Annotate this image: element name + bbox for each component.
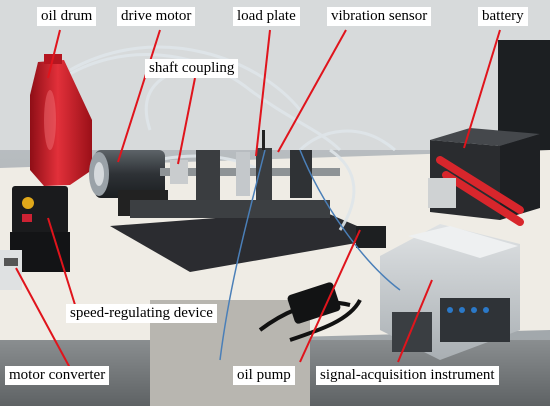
oil-pump bbox=[287, 226, 386, 324]
shaft-coupling bbox=[170, 160, 188, 184]
leader-signal-acquisition-instrument bbox=[397, 279, 433, 363]
label-battery: battery bbox=[478, 7, 528, 26]
label-motor-converter: motor converter bbox=[5, 366, 110, 385]
label-vibration-sensor: vibration sensor bbox=[327, 7, 432, 26]
signal-acquisition-instrument bbox=[380, 224, 520, 360]
leader-oil-pump bbox=[299, 229, 361, 363]
leader-load-plate bbox=[255, 29, 271, 157]
load-plate bbox=[256, 148, 272, 200]
drive-motor bbox=[89, 150, 168, 216]
leader-drive-motor bbox=[117, 29, 161, 163]
leader-motor-converter bbox=[15, 267, 71, 369]
label-drive-motor: drive motor bbox=[117, 7, 196, 26]
vibration-sensor bbox=[262, 130, 265, 150]
leader-lines bbox=[15, 29, 501, 369]
leader-shaft-coupling bbox=[177, 77, 196, 165]
leader-oil-drum bbox=[47, 29, 61, 79]
label-speed-regulating-device: speed-regulating device bbox=[66, 304, 217, 323]
shaft-assembly bbox=[130, 130, 340, 218]
label-load-plate: load plate bbox=[233, 7, 300, 26]
rubber-mat bbox=[110, 210, 385, 272]
label-signal-acquisition-instrument: signal-acquisition instrument bbox=[316, 366, 499, 385]
motor-converter bbox=[0, 250, 22, 290]
leader-speed-regulating-device bbox=[47, 217, 77, 309]
oil-drum bbox=[30, 54, 92, 186]
label-shaft-coupling: shaft coupling bbox=[145, 59, 239, 78]
label-oil-drum: oil drum bbox=[37, 7, 97, 26]
sensor-cables bbox=[219, 149, 401, 361]
battery bbox=[428, 128, 540, 226]
label-oil-pump: oil pump bbox=[233, 366, 295, 385]
leader-battery bbox=[463, 29, 501, 149]
leader-vibration-sensor bbox=[277, 29, 347, 153]
